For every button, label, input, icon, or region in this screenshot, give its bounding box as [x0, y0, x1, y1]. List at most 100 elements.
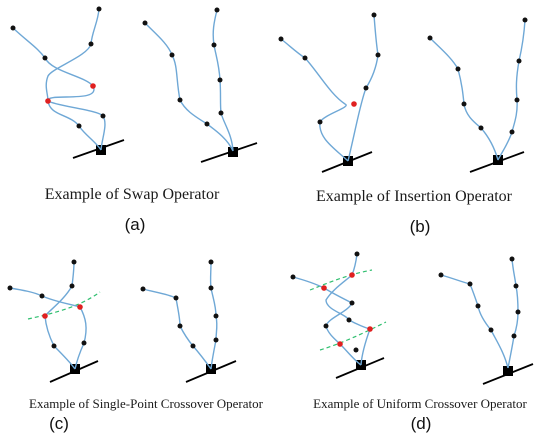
path-node: [213, 337, 219, 343]
path-left-branch: [440, 274, 509, 369]
swapped-node-highlight: [90, 83, 96, 89]
label-c: (c): [49, 414, 69, 433]
panel-c: [7, 259, 237, 383]
panel-a-after: [142, 7, 258, 163]
path-node: [218, 110, 224, 116]
path-right-branch: [325, 253, 371, 366]
crossover-cut-line: [309, 269, 373, 291]
path-node: [81, 340, 87, 346]
crossover-node-highlight: [367, 326, 373, 332]
robot-base: [228, 147, 238, 157]
path-node: [455, 66, 461, 72]
path-node: [204, 121, 210, 127]
path-node: [509, 129, 515, 135]
path-node: [302, 55, 308, 61]
path-node: [69, 283, 75, 289]
robot-base: [503, 366, 513, 376]
path-node: [371, 12, 377, 18]
label-d: (d): [410, 414, 432, 433]
path-node: [438, 272, 444, 278]
path-node: [290, 274, 296, 280]
path-node: [169, 52, 175, 58]
caption-uniform-crossover: Example of Uniform Crossover Operator: [313, 396, 527, 411]
path-node: [214, 7, 220, 13]
path-node: [213, 313, 219, 319]
crossover-cut-line: [27, 291, 101, 320]
path-node: [475, 303, 481, 309]
panel-c-after: [140, 259, 237, 383]
panel-b-after: [427, 17, 528, 173]
path-node: [478, 125, 484, 131]
path-node: [278, 36, 284, 42]
path-node: [363, 85, 369, 91]
panel-c-before-single-point: [7, 259, 101, 383]
path-node: [346, 317, 352, 323]
path-node: [177, 323, 183, 329]
crossover-node-highlight: [349, 272, 355, 278]
caption-insertion-operator: Example of Insertion Operator: [316, 188, 512, 205]
panel-d: [290, 251, 534, 385]
path-right-branch: [212, 9, 234, 152]
path-node: [349, 300, 355, 306]
path-node: [461, 101, 467, 107]
path-node: [522, 17, 528, 23]
path-node: [514, 97, 520, 103]
path-node: [142, 20, 148, 26]
path-node: [317, 119, 323, 125]
path-node: [513, 283, 519, 289]
path-right-branch: [45, 8, 106, 151]
swapped-node-highlight: [45, 98, 51, 104]
path-node: [208, 259, 214, 265]
panel-d-before-uniform: [290, 251, 387, 379]
path-node: [208, 285, 214, 291]
path-node: [76, 123, 82, 129]
path-node: [7, 285, 13, 291]
path-left-branch: [429, 37, 499, 161]
path-right-branch: [497, 19, 526, 161]
path-node: [10, 25, 16, 31]
path-node: [509, 256, 515, 262]
path-node: [211, 42, 217, 48]
panel-b-before-insertion: [278, 12, 381, 173]
crossover-node-highlight: [321, 285, 327, 291]
panel-a-before-swap: [10, 6, 125, 159]
path-node: [96, 6, 102, 12]
inserted-node-highlight: [351, 101, 357, 107]
path-node: [515, 309, 521, 315]
path-node: [42, 55, 48, 61]
path-node: [323, 323, 329, 329]
crossover-cut-line: [319, 321, 387, 351]
crossover-node-highlight: [42, 313, 48, 319]
panel-d-after: [438, 256, 534, 385]
path-node: [217, 77, 223, 83]
path-left-branch: [280, 38, 349, 162]
label-b: (b): [409, 217, 431, 236]
path-node: [427, 35, 433, 41]
path-node: [354, 251, 360, 257]
caption-single-point-crossover: Example of Single-Point Crossover Operat…: [29, 396, 263, 411]
path-node: [511, 333, 517, 339]
path-node: [190, 343, 196, 349]
label-a: (a): [124, 215, 146, 234]
path-node: [140, 286, 146, 292]
path-node: [39, 293, 45, 299]
path-node: [51, 343, 57, 349]
path-left-branch: [9, 287, 87, 370]
path-right-branch: [44, 261, 76, 370]
path-node: [516, 58, 522, 64]
path-left-branch: [12, 27, 102, 151]
path-node: [88, 41, 94, 47]
caption-swap-operator: Example of Swap Operator: [44, 186, 220, 203]
path-node: [467, 281, 473, 287]
path-node: [71, 259, 77, 265]
crossover-node-highlight: [77, 304, 83, 310]
path-left-branch: [142, 288, 212, 370]
path-right-branch: [347, 14, 379, 162]
path-node: [100, 113, 106, 119]
path-node: [177, 97, 183, 103]
path-node: [488, 327, 494, 333]
path-node: [353, 347, 359, 353]
panel-b: [278, 12, 528, 173]
path-node: [173, 295, 179, 301]
